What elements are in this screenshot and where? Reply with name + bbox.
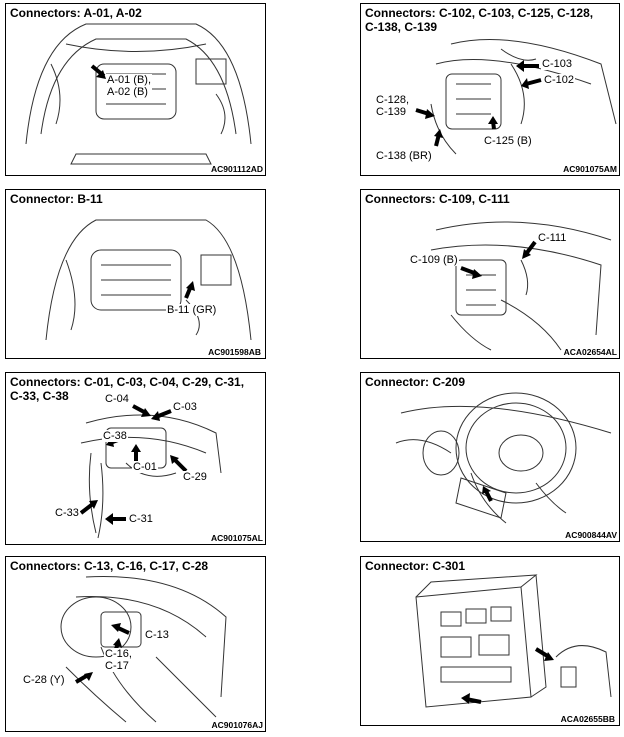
junction-block-illustration <box>415 574 612 708</box>
steering-column-illustration <box>60 576 227 723</box>
connector-label: C-29 <box>182 471 208 483</box>
connector-label: C-111 <box>537 232 568 244</box>
panel-connector-b11: Connector: B-11 B-11 (GR) AC901598AB <box>5 189 266 359</box>
connector-label: C-04 <box>104 393 130 405</box>
connector-label: C-38 <box>102 430 128 442</box>
panel-connectors-c13-c28: Connectors: C-13, C-16, C-17, C-28 C-13 … <box>5 556 266 732</box>
connector-label: C-109 (B) <box>409 254 459 266</box>
panel-connectors-a01-a02: Connectors: A-01, A-02 A-01 (B), A-02 (B… <box>5 3 266 176</box>
connector-label: B-11 (GR) <box>166 304 218 316</box>
connector-label: C-03 <box>172 401 198 413</box>
connector-label: C-102 <box>543 74 575 86</box>
dashboard-center-illustration <box>430 221 612 351</box>
figure-code: AC901598AB <box>208 347 261 357</box>
engine-illustration <box>45 219 252 341</box>
connector-label: C-31 <box>128 513 154 525</box>
connector-label: C-33 <box>54 507 80 519</box>
panel-title: Connectors: C-109, C-111 <box>365 192 510 206</box>
figure-code: AC901076AJ <box>211 720 263 730</box>
panel-title: Connector: B-11 <box>10 192 103 206</box>
panel-title: Connector: C-301 <box>365 559 466 573</box>
connector-label: C-16, C-17 <box>104 648 133 672</box>
engine-bay-illustration <box>25 23 252 165</box>
panel-title: Connectors: A-01, A-02 <box>10 6 142 20</box>
figure-code: AC901075AL <box>211 533 263 543</box>
figure-code: AC900844AV <box>565 530 617 540</box>
panel-title: Connector: C-209 <box>365 375 466 389</box>
panel-title: Connectors: C-13, C-16, C-17, C-28 <box>10 559 209 573</box>
connector-label: C-128, C-139 <box>375 94 411 118</box>
panel-title: Connectors: C-01, C-03, C-04, C-29, C-31… <box>10 375 245 403</box>
panel-title: Connectors: C-102, C-103, C-125, C-128, … <box>365 6 594 34</box>
connector-label: C-28 (Y) <box>22 674 66 686</box>
dashboard-left-illustration <box>415 39 617 155</box>
figure-code: ACA02655BB <box>560 714 615 724</box>
panel-connectors-c102-c139: Connectors: C-102, C-103, C-125, C-128, … <box>360 3 620 176</box>
connector-label: C-01 <box>132 461 158 473</box>
connector-label: A-01 (B), A-02 (B) <box>106 74 153 98</box>
figure-code: AC901112AD <box>211 164 263 174</box>
connector-label: C-125 (B) <box>483 135 533 147</box>
connector-label: C-103 <box>541 58 573 70</box>
steering-wheel-illustration <box>395 392 612 524</box>
figure-code: ACA02654AL <box>563 347 617 357</box>
panel-connectors-c109-c111: Connectors: C-109, C-111 C-111 C-109 (B)… <box>360 189 620 359</box>
figure-code: AC901075AM <box>563 164 617 174</box>
panel-connector-c209: Connector: C-209 AC900844AV <box>360 372 620 542</box>
panel-connector-c301: Connector: C-301 ACA02655BB <box>360 556 620 726</box>
panel-connectors-c01-c38: Connectors: C-01, C-03, C-04, C-29, C-31… <box>5 372 266 545</box>
connector-label: C-138 (BR) <box>375 150 433 162</box>
connector-label: C-13 <box>144 629 170 641</box>
